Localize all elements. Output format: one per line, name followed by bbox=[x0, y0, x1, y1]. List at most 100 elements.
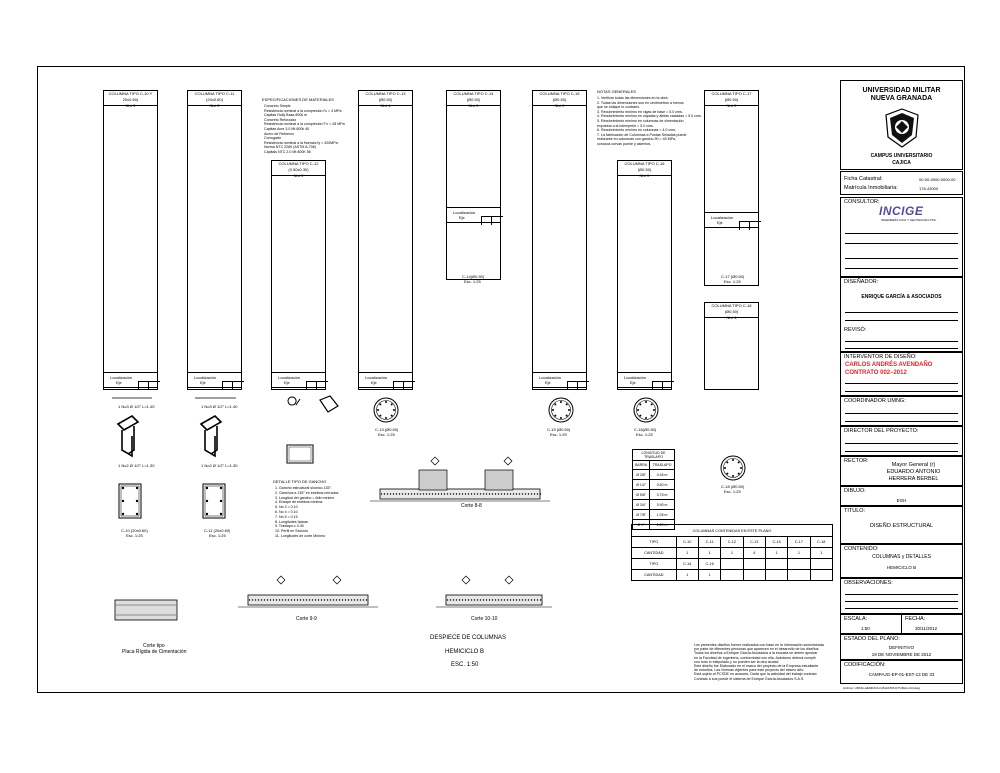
rebar-dot bbox=[455, 599, 458, 601]
hook-c12 bbox=[287, 396, 301, 406]
rebar-dot bbox=[135, 499, 139, 503]
rebar-dot bbox=[135, 512, 139, 516]
rebar-dot bbox=[308, 599, 311, 601]
rebar-dot bbox=[158, 604, 160, 606]
rebar-dot bbox=[154, 614, 156, 616]
contenido-label: CONTENIDO: bbox=[844, 546, 879, 552]
columnas-cell: 1 bbox=[809, 547, 834, 559]
section-c11 bbox=[202, 483, 226, 519]
rector-2: EDUARDO ANTONIO bbox=[886, 469, 941, 475]
section-caption-c14: C-14(Ø0.50) bbox=[462, 274, 485, 279]
fecha-value: 30/11/2012 bbox=[915, 626, 938, 631]
column-frame-c13: COLUMNA TIPO C-13 (Ø0.50)Nivi 4 bbox=[358, 90, 413, 390]
rebar-dot bbox=[416, 493, 419, 495]
rebar-dot bbox=[503, 493, 506, 495]
location-label: Localización bbox=[539, 375, 562, 380]
detail-line: 5. No 3 = 0.10 bbox=[275, 505, 298, 510]
rebar-dot bbox=[518, 493, 521, 495]
section-outline bbox=[633, 397, 659, 423]
escala-value: 1:50 bbox=[861, 626, 870, 631]
consultor-sub: INGENIERÍA CIVIL Y GEOTECNIA LTDA. bbox=[881, 218, 937, 222]
rebar-dot bbox=[552, 409, 554, 411]
rebar-dot bbox=[521, 599, 524, 601]
rebar-dot bbox=[260, 599, 263, 601]
traslapo-cell: Ø 7/8" bbox=[631, 509, 651, 520]
reviso-label: REVISÓ: bbox=[844, 327, 867, 333]
columnas-cell-empty bbox=[764, 558, 789, 570]
rebar-dot bbox=[140, 604, 142, 606]
rebar-dot bbox=[521, 493, 524, 495]
cut-10-beam bbox=[436, 594, 552, 608]
rebar-dot bbox=[305, 599, 308, 601]
observaciones-label: OBSERVACIONES: bbox=[844, 580, 893, 586]
columnas-cell: C-16 bbox=[697, 558, 722, 570]
specs-line: Resistencia nominal a la compresión f'c … bbox=[264, 108, 342, 113]
rebar-dot bbox=[116, 614, 118, 616]
rebar-dot bbox=[560, 401, 562, 403]
rebar-dot bbox=[205, 499, 209, 503]
rebar-dot bbox=[162, 614, 164, 616]
columnas-cell: TIPO bbox=[631, 536, 677, 548]
rebar-dot bbox=[134, 614, 136, 616]
rebar-dot bbox=[275, 599, 278, 601]
rebar-dot bbox=[154, 604, 156, 606]
tb-escala: ESCALA: 1:50 FECHA: 30/11/2012 bbox=[840, 614, 963, 634]
tb-dibujo: DIBUJO: EGH bbox=[840, 486, 963, 506]
rebar-dot bbox=[509, 599, 512, 601]
rebar-dot bbox=[494, 493, 497, 495]
rebar-dot bbox=[503, 599, 506, 601]
column-frame-c17: COLUMNA TIPO C-17 (Ø0.50)Nivi 2 bbox=[704, 90, 759, 286]
columnas-cell: C-10 bbox=[675, 536, 699, 548]
campus-1: CAMPUS UNIVERSITARIO bbox=[870, 153, 933, 159]
rebar-dot bbox=[732, 475, 734, 477]
rebar-dot bbox=[383, 493, 386, 495]
rebar-dot bbox=[422, 493, 425, 495]
rebar-dot bbox=[458, 493, 461, 495]
columnas-cell-empty bbox=[742, 569, 766, 581]
columnas-cell: 1 bbox=[787, 547, 811, 559]
detail-line: 1. Gancho estructural sísmico 135°. bbox=[275, 486, 332, 490]
traslapo-cell: 1.05 m bbox=[649, 509, 675, 520]
columnas-cell-empty bbox=[720, 569, 744, 581]
rebar-dot bbox=[158, 614, 160, 616]
rebar-dot bbox=[524, 493, 527, 495]
rebar-dot bbox=[317, 599, 320, 601]
columnas-cell: 1 bbox=[675, 569, 699, 581]
rebar-dot bbox=[390, 403, 393, 406]
rebar-dot bbox=[320, 599, 323, 601]
rebar-dot bbox=[437, 493, 440, 495]
rebar-dot bbox=[121, 486, 125, 490]
section-outline bbox=[373, 397, 399, 423]
rebar-dot bbox=[287, 599, 290, 601]
tb-observaciones: OBSERVACIONES: bbox=[840, 578, 963, 614]
columnas-cell: CANTIDAD bbox=[631, 547, 677, 559]
section-scale-c15: Esc. 1:25 bbox=[550, 432, 567, 437]
interventor-name: CARLOS ANDRÉS AVENDAÑO bbox=[845, 362, 933, 368]
archivo: Archivo: UMNG-HEMICICLO-B-ESTRUCTURAL-01… bbox=[843, 686, 921, 690]
rebar-dot bbox=[135, 486, 139, 490]
notes-line: que se indique lo contrario. bbox=[597, 105, 641, 110]
location-sub: Eje bbox=[459, 215, 465, 220]
location-sub: Eje bbox=[630, 380, 636, 385]
rebar-dot bbox=[732, 459, 734, 461]
section-scale-c18: Esc. 1:25 bbox=[724, 489, 741, 494]
spiral bbox=[551, 400, 571, 420]
columnas-cell: 1 bbox=[697, 569, 722, 581]
rebar-dot bbox=[335, 599, 338, 601]
bottom-note-line: por parte de diferentes personas que apa… bbox=[694, 647, 820, 652]
rebar-dot bbox=[160, 614, 162, 616]
rebar-dot bbox=[338, 599, 341, 601]
placa-rigida bbox=[114, 599, 178, 621]
section-outline bbox=[202, 483, 226, 519]
rebar-dot bbox=[362, 599, 365, 601]
university-name-2: NUEVA GRANADA bbox=[870, 95, 933, 102]
rector-1: Mayor General (r) bbox=[891, 462, 936, 468]
section-scale-c13: Esc. 1:25 bbox=[378, 432, 395, 437]
hook-caption-4: 1 No2 Ø 1/2" L=1.30 bbox=[201, 463, 238, 468]
location-label: Localización bbox=[711, 215, 734, 220]
rebar-dot bbox=[434, 493, 437, 495]
